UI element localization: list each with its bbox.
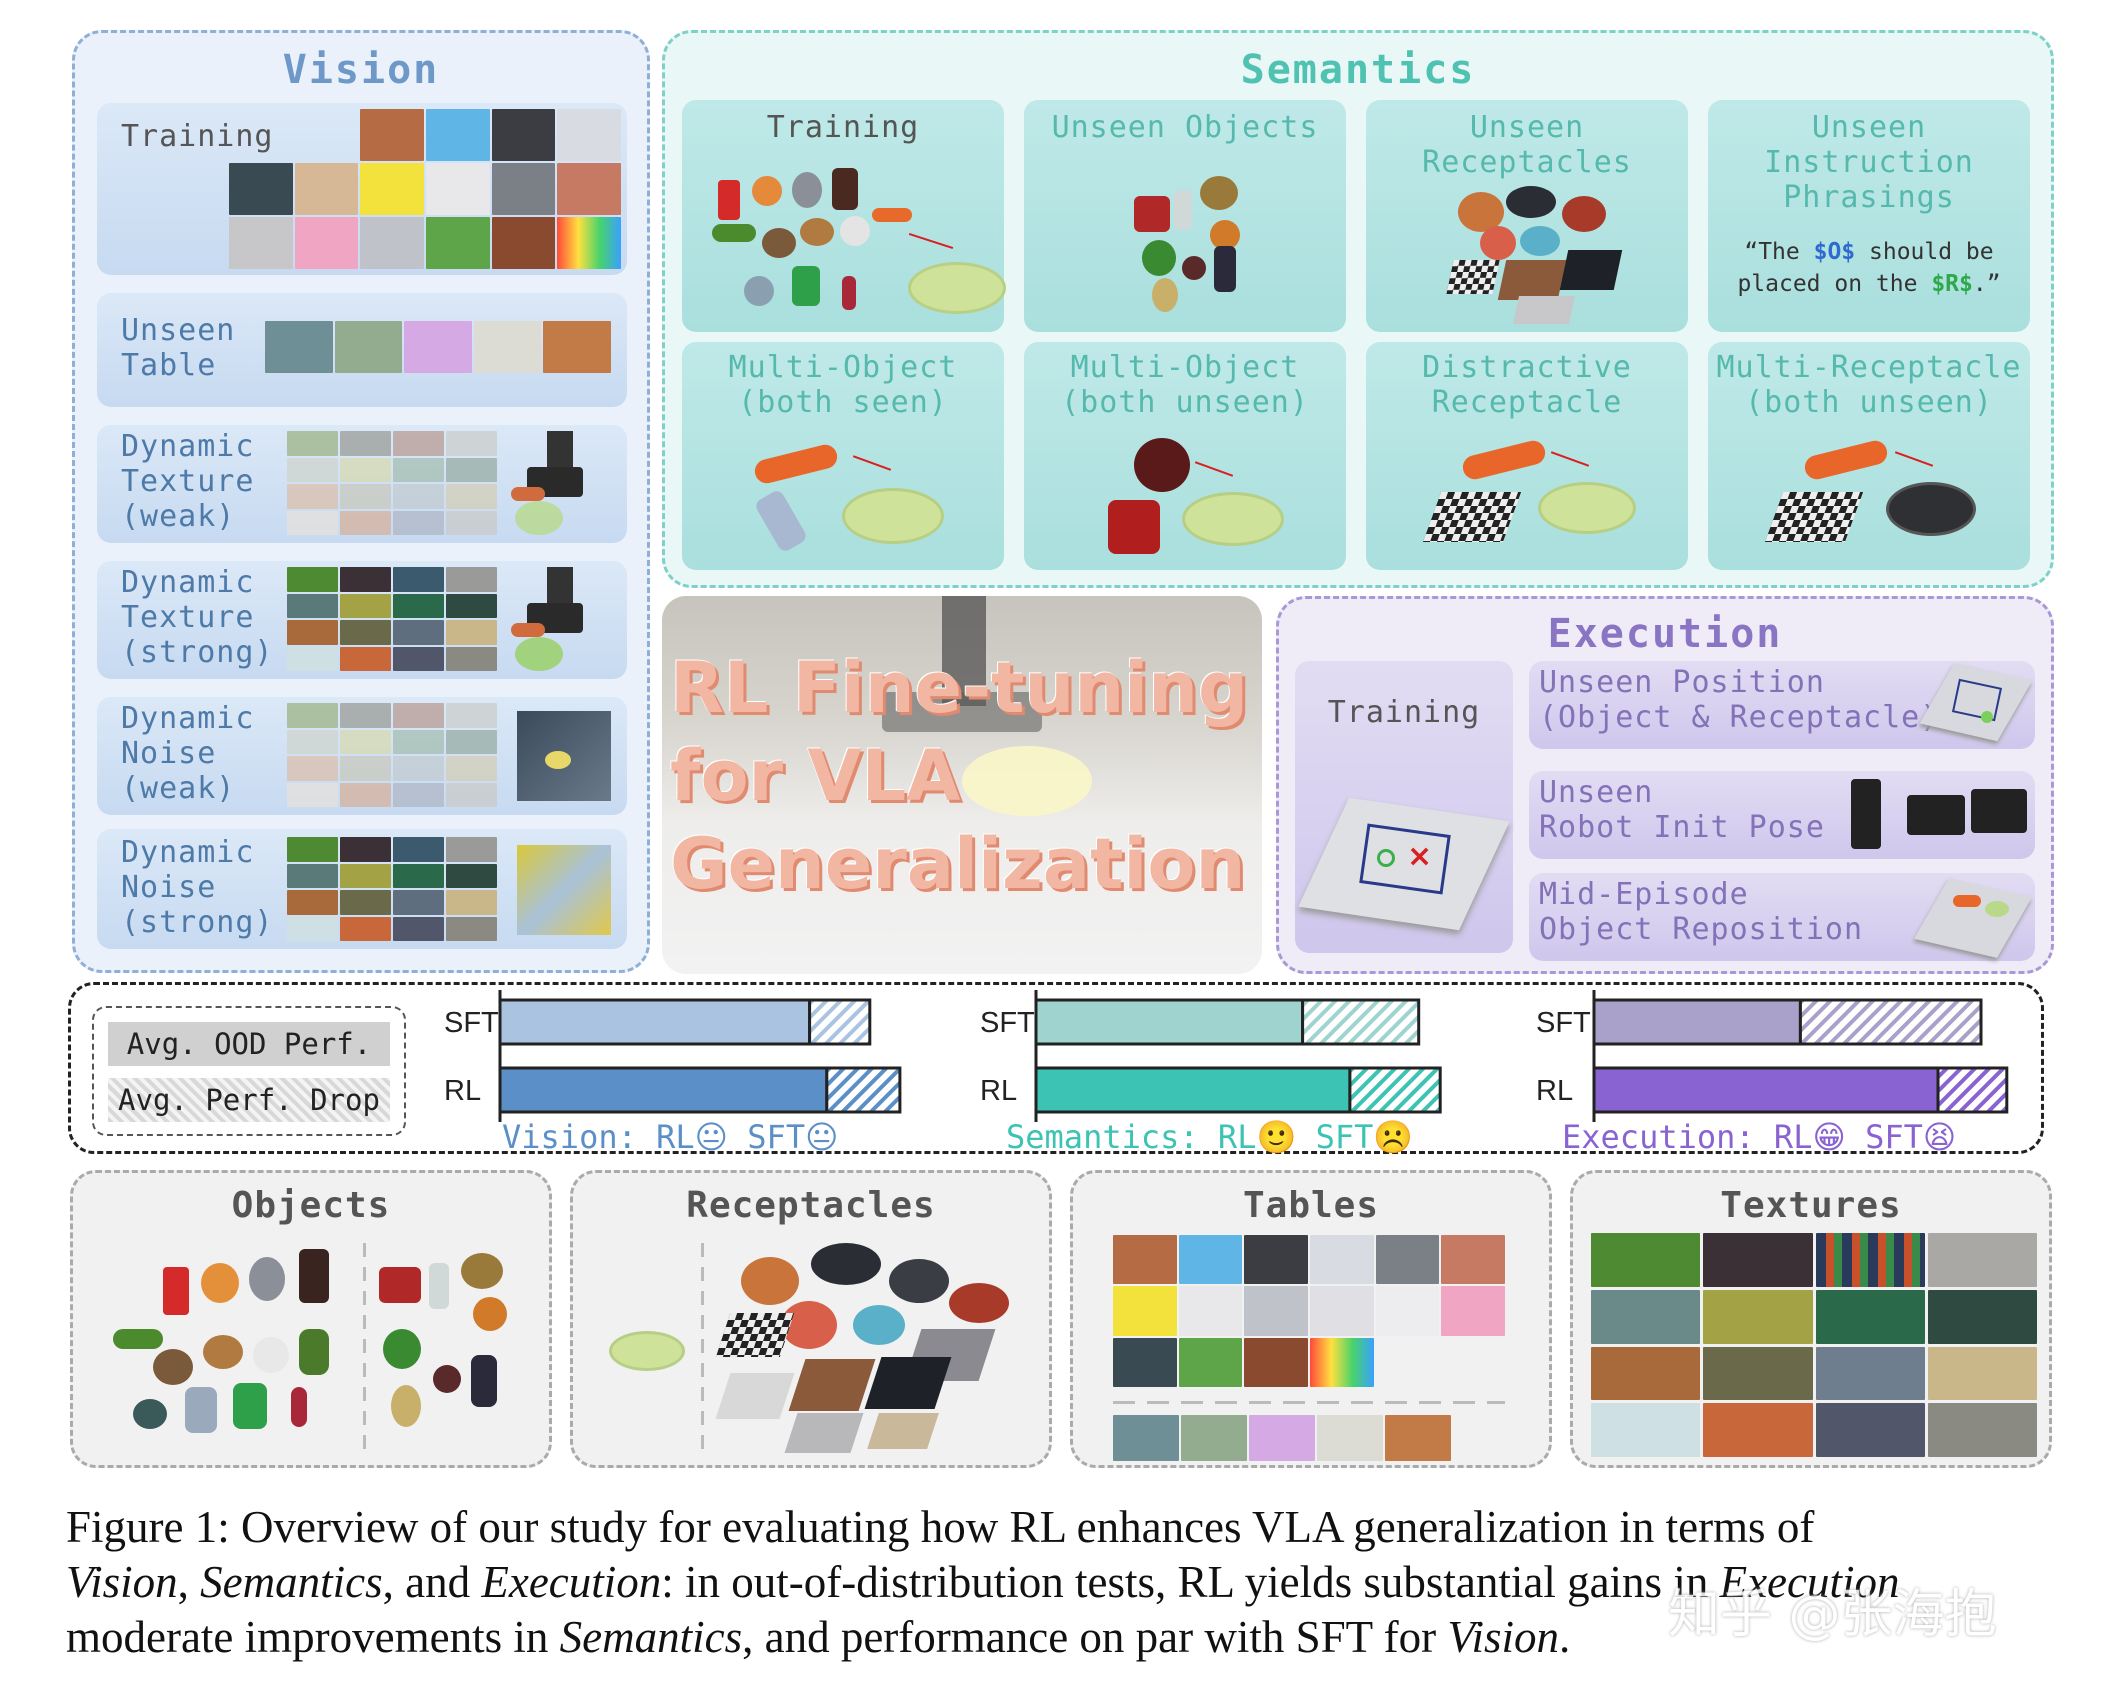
- robot-scene-thumbnail: [507, 429, 607, 539]
- robot-gripper-icon: [1907, 795, 1965, 835]
- semantics-card-unseen-objects: Unseen Objects: [1024, 100, 1346, 332]
- legend-drop: Avg. Perf. Drop: [108, 1078, 390, 1122]
- caption-line-3: moderate improvements in Semantics, and …: [66, 1612, 1571, 1662]
- grin-face-icon: 😁: [1812, 1118, 1846, 1156]
- training-table-thumbnails: [229, 109, 621, 269]
- textures-panel: Textures: [1570, 1170, 2052, 1468]
- weak-noise-thumbnails: [287, 703, 497, 807]
- textures-grid: [1591, 1233, 2037, 1457]
- vision-panel: Vision Training Unseen Table Dynamic Tex…: [72, 30, 650, 973]
- vision-card-label: Training: [121, 119, 274, 154]
- objects-title: Objects: [231, 1185, 391, 1226]
- carrot-icon: [752, 442, 840, 486]
- strong-noise-thumbnails: [287, 837, 497, 941]
- vision-card-unseen-table: Unseen Table: [97, 293, 627, 407]
- unseen-tables-grid: [1113, 1415, 1451, 1461]
- chart-caption-execution: Execution: RL😁 SFT😫: [1562, 1118, 1957, 1156]
- neutral-face-icon: 😐: [694, 1118, 729, 1156]
- execution-title: Execution: [1547, 611, 1783, 657]
- execution-card-robot-init: Unseen Robot Init Pose: [1529, 771, 2035, 859]
- execution-card-training: Training ×: [1295, 661, 1513, 953]
- execution-panel: Execution Training × Unseen Position (Ob…: [1276, 596, 2054, 974]
- robot-gripper-icon: [1851, 779, 1881, 849]
- tired-face-icon: 😫: [1922, 1118, 1957, 1156]
- semantics-card-label: Unseen Receptacles: [1422, 110, 1632, 180]
- neutral-face-icon: 😐: [805, 1118, 839, 1156]
- semantics-card-unseen-instructions: Unseen Instruction Phrasings “The $O$ sh…: [1708, 100, 2030, 332]
- figure-caption: Figure 1: Overview of our study for eval…: [66, 1500, 2066, 1665]
- semantics-card-multi-receptacle: Multi-Receptacle (both unseen): [1708, 342, 2030, 570]
- vision-card-label: Dynamic Texture (strong): [121, 565, 274, 670]
- robot-scene-thumbnail: [507, 565, 607, 675]
- watermark: 知乎 @张海抱: [1668, 1585, 1997, 1645]
- semantics-card-training: Training: [682, 100, 1006, 332]
- execution-training-label: Training: [1327, 695, 1481, 730]
- tables-title: Tables: [1242, 1185, 1380, 1226]
- unseen-table-thumbnails: [265, 321, 611, 373]
- tables-panel: Tables: [1070, 1170, 1552, 1468]
- center-title-text: RL Fine-tuning for VLA Generalization: [670, 647, 1249, 905]
- legend-ood: Avg. OOD Perf.: [108, 1022, 390, 1066]
- caption-line-1: Figure 1: Overview of our study for eval…: [66, 1502, 1815, 1552]
- execution-card-unseen-position: Unseen Position (Object & Receptacle): [1529, 661, 2035, 749]
- caption-line-2: Vision, Semantics, and Execution: in out…: [66, 1557, 1900, 1607]
- vision-card-texture-strong: Dynamic Texture (strong): [97, 561, 627, 679]
- semantics-card-label: Multi-Object (both unseen): [1061, 350, 1309, 420]
- training-tables-grid: [1113, 1235, 1505, 1387]
- smile-face-icon: 🙂: [1256, 1118, 1297, 1156]
- semantics-card-label: Distractive Receptacle: [1422, 350, 1632, 420]
- target-x-icon: ×: [1407, 839, 1433, 874]
- instruction-example: “The $O$ should be placed on the $R$.”: [1737, 239, 2001, 297]
- vision-card-training: Training: [97, 103, 627, 275]
- strong-texture-thumbnails: [287, 567, 497, 671]
- weak-texture-thumbnails: [287, 431, 497, 535]
- semantics-card-distractive-receptacle: Distractive Receptacle: [1366, 342, 1688, 570]
- robot-gripper-icon: [1971, 789, 2027, 833]
- vision-card-label: Dynamic Noise (weak): [121, 701, 255, 806]
- vision-title: Vision: [282, 47, 440, 93]
- execution-card-label: Unseen Robot Init Pose: [1539, 775, 1825, 845]
- legend: Avg. OOD Perf. Avg. Perf. Drop: [92, 1006, 406, 1136]
- execution-card-label: Unseen Position (Object & Receptacle): [1539, 665, 1940, 735]
- results-strip: [68, 982, 2044, 1154]
- semantics-card-unseen-receptacles: Unseen Receptacles: [1366, 100, 1688, 332]
- chart-caption-semantics: Semantics: RL🙂 SFT☹️: [1006, 1118, 1414, 1156]
- center-title-panel: RL Fine-tuning for VLA Generalization: [662, 596, 1262, 974]
- vision-card-noise-weak: Dynamic Noise (weak): [97, 697, 627, 815]
- semantics-title: Semantics: [1240, 47, 1476, 93]
- vision-card-noise-strong: Dynamic Noise (strong): [97, 829, 627, 949]
- execution-card-mid-episode: Mid-Episode Object Reposition: [1529, 873, 2035, 961]
- chart-caption-vision: Vision: RL😐 SFT😐: [502, 1118, 839, 1156]
- vision-card-label: Dynamic Noise (strong): [121, 835, 274, 940]
- textures-title: Textures: [1720, 1185, 1902, 1226]
- noise-scene-thumbnail: [517, 845, 611, 935]
- semantics-card-label: Multi-Object (both seen): [728, 350, 958, 420]
- semantics-card-multi-object-seen: Multi-Object (both seen): [682, 342, 1004, 570]
- plate-icon: [842, 488, 944, 544]
- frown-face-icon: ☹️: [1373, 1118, 1414, 1156]
- vision-card-label: Unseen Table: [121, 313, 236, 383]
- receptacles-title: Receptacles: [686, 1185, 936, 1226]
- objects-panel: Objects: [70, 1170, 552, 1468]
- semantics-card-label: Unseen Instruction Phrasings: [1764, 110, 1974, 215]
- vision-card-texture-weak: Dynamic Texture (weak): [97, 425, 627, 543]
- semantics-card-label: Multi-Receptacle (both unseen): [1716, 350, 2022, 420]
- receptacles-panel: Receptacles: [570, 1170, 1052, 1468]
- execution-card-label: Mid-Episode Object Reposition: [1539, 877, 1864, 947]
- noise-scene-thumbnail: [517, 711, 611, 801]
- vision-card-label: Dynamic Texture (weak): [121, 429, 255, 534]
- semantics-card-multi-object-unseen: Multi-Object (both unseen): [1024, 342, 1346, 570]
- semantics-card-label: Training: [766, 110, 920, 145]
- semantics-card-label: Unseen Objects: [1051, 110, 1319, 145]
